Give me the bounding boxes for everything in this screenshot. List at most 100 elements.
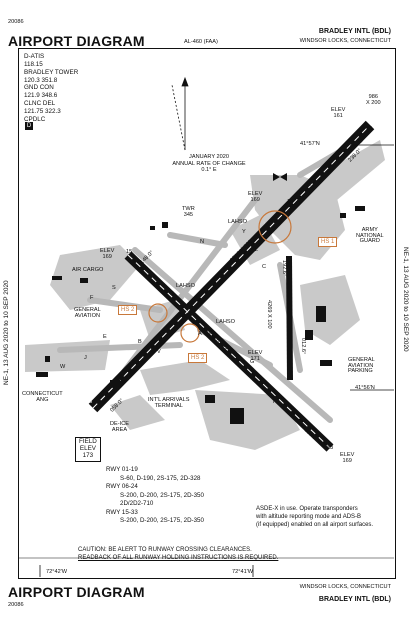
asde-note: ASDE-X in use. Operate transponders with…	[256, 506, 374, 529]
taxiway-label-p: P	[148, 274, 152, 280]
hot-spot-1-badge: HS 1	[318, 237, 338, 247]
west-ramp	[25, 340, 110, 372]
hot-spot-circles	[148, 210, 292, 343]
city-bottom: WINDSOR LOCKS, CONNECTICUT	[299, 584, 391, 590]
strength-rwy-01-19: RWY 01-19	[106, 466, 138, 473]
runway-strength-table: RWY 01-19 S-60, D-190, 2S-175, 2D-328 RW…	[106, 466, 204, 526]
air-cargo-apron	[50, 245, 140, 310]
hot-spot-2a-badge: HS 2	[118, 305, 138, 315]
taxiway-label-j: J	[84, 355, 87, 361]
freq-line: 118.15	[24, 60, 43, 68]
runway-end-15: 15	[126, 249, 133, 255]
chart-title-bottom: AIRPORT DIAGRAM	[8, 584, 145, 600]
taxiway-label-a: A	[198, 331, 202, 337]
strength-rwy-06-24-data1: S-200, D-200, 2S-175, 2D-350	[120, 491, 204, 499]
runway-end-1: 1	[287, 373, 291, 379]
taxiway-label-s: S	[112, 285, 116, 291]
lahso-label-2: LAHSO	[176, 283, 195, 289]
lahso-label-1: LAHSO	[228, 219, 247, 225]
freq-line: 121.9 348.6	[24, 92, 58, 100]
chart-code-top: 20086	[8, 19, 24, 25]
variation-note: JANUARY 2020 ANNUAL RATE OF CHANGE 0.1° …	[164, 154, 254, 174]
taxiway-label-l: L	[255, 247, 259, 253]
caution-note: CAUTION: BE ALERT TO RUNWAY CROSSING CLE…	[78, 547, 279, 562]
strength-rwy-15-33: RWY 15-33	[106, 508, 138, 516]
hot-spot-2b-badge: HS 2	[188, 353, 208, 363]
lon-left: 72°42'W	[46, 569, 68, 575]
air-cargo-label: AIR CARGO	[72, 267, 104, 273]
taxiway-label-k: K	[307, 182, 311, 188]
lahso-label-3: LAHSO	[216, 319, 235, 325]
taxiway-label-w: W	[60, 364, 66, 370]
hot-spot-1-circle	[258, 210, 292, 244]
runway-centerlines	[92, 124, 371, 449]
freq-line: GND CON	[24, 84, 54, 92]
runway-01-19	[286, 255, 293, 381]
airport-name-bottom: BRADLEY INTL (BDL)	[318, 596, 391, 603]
city-top: WINDSOR LOCKS, CONNECTICUT	[299, 38, 391, 44]
windcone-symbol	[273, 173, 280, 181]
ga-parking-apron	[300, 275, 360, 345]
taxiway-label-r: R	[170, 291, 175, 297]
strength-rwy-15-33-data: S-200, D-200, 2S-175, 2D-350	[120, 517, 204, 525]
runway-end-33: 33	[327, 445, 334, 451]
freq-line: 120.3 351.8	[24, 76, 58, 84]
taxiway-label-v: V	[157, 349, 161, 355]
freq-line: 121.75 322.3	[24, 108, 61, 116]
variation-rate-label: ANNUAL RATE OF CHANGE	[172, 160, 246, 167]
lon-right: 72°41'W	[232, 569, 254, 575]
hot-spot-2b-circle	[180, 323, 200, 343]
strength-rwy-06-24-data2: 2D/2D2-710	[120, 500, 154, 508]
runway-end-6: 6	[89, 399, 93, 405]
runway-heading-012: 012.6°	[300, 338, 306, 355]
strength-rwy-01-19-data: S-60, D-190, 2S-175, 2D-328	[120, 474, 201, 482]
buildings	[36, 206, 365, 424]
graticule-ticks	[39, 144, 394, 577]
lat-top: 41°57'N	[300, 141, 320, 147]
taxiway-label-e: E	[103, 334, 107, 340]
chart-title-top: AIRPORT DIAGRAM	[8, 33, 145, 49]
airport-name-top: BRADLEY INTL (BDL)	[318, 28, 391, 35]
deice-area	[110, 395, 165, 430]
north-apron	[300, 140, 385, 210]
chart-code-bottom: 20086	[8, 602, 24, 608]
freq-line: D-ATIS	[24, 53, 45, 60]
variation-rate: 0.1° E	[201, 167, 217, 174]
variation-date: JANUARY 2020	[189, 154, 229, 160]
lat-bottom: 41°56'N	[355, 385, 375, 391]
runway-01-19-dims: 4269 X 100	[266, 300, 272, 329]
mag-var-arrow	[171, 76, 189, 151]
freq-line: CLNC DEL	[24, 100, 56, 108]
freq-line: BRADLEY TOWER	[24, 68, 79, 76]
taxiway-label-c: C	[262, 264, 267, 270]
frequency-block: D-ATIS 118.15 BRADLEY TOWER 120.3 351.8 …	[24, 53, 78, 124]
cpdlc-badge: D	[25, 122, 33, 130]
runway-end-24: 24	[366, 126, 373, 132]
hot-spot-2a-circle	[148, 303, 168, 323]
taxiway-label-f: F	[90, 295, 94, 301]
taxiway-label-m: M	[120, 374, 125, 380]
strength-rwy-06-24: RWY 06-24	[106, 483, 138, 491]
taxiway-label-h: H	[176, 321, 181, 327]
runway-heading-192: 192.6°	[281, 260, 287, 277]
taxiway-label-g: G	[250, 359, 255, 365]
taxiway-label-n: N	[200, 239, 205, 245]
south-apron	[195, 390, 300, 450]
terminal-apron	[140, 360, 230, 395]
taxiway-label-b: B	[138, 339, 142, 345]
